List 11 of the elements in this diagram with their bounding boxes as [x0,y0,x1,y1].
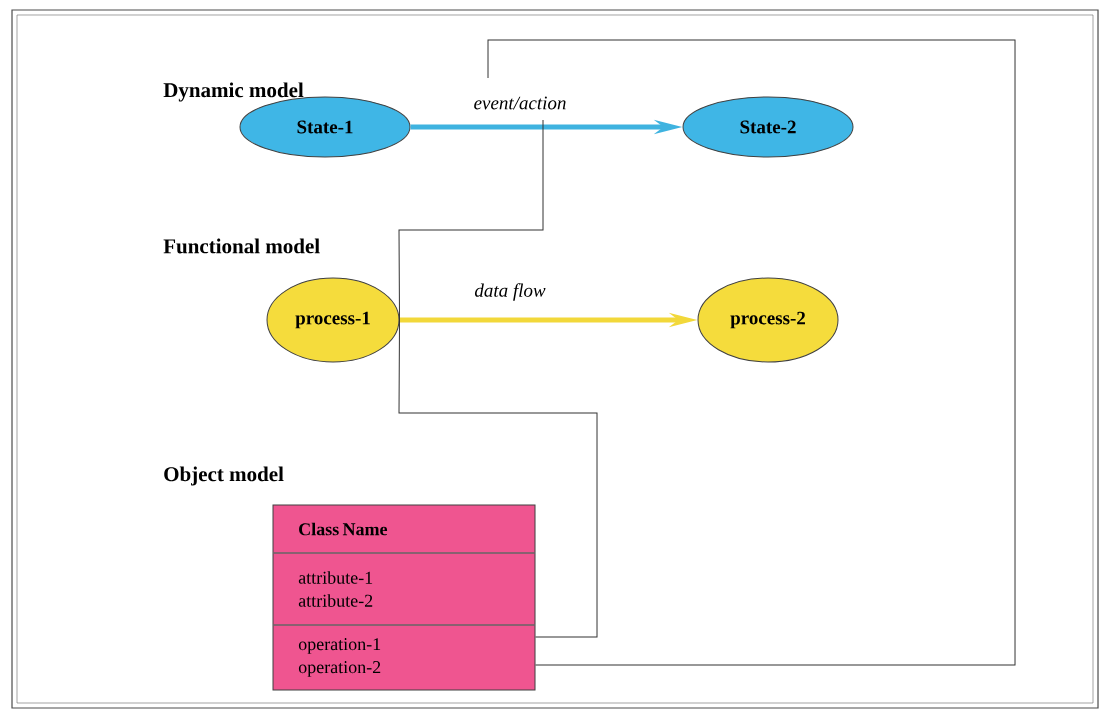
section-heading: Object model [164,466,284,486]
ellipse-node: process-1 [266,277,400,363]
ellipse-node: process-2 [697,277,839,363]
connector-line [398,119,544,321]
section-heading: Functional model [163,238,320,254]
ellipse-node: State-2 [682,96,854,158]
connector-line [487,39,1016,666]
connector-line [398,319,598,638]
edge-label: event/action [474,96,566,110]
edge-label: data flow [474,283,546,301]
class-box: Class Name attribute-1 attribute-2 operation-1 operation-2 [272,504,536,691]
